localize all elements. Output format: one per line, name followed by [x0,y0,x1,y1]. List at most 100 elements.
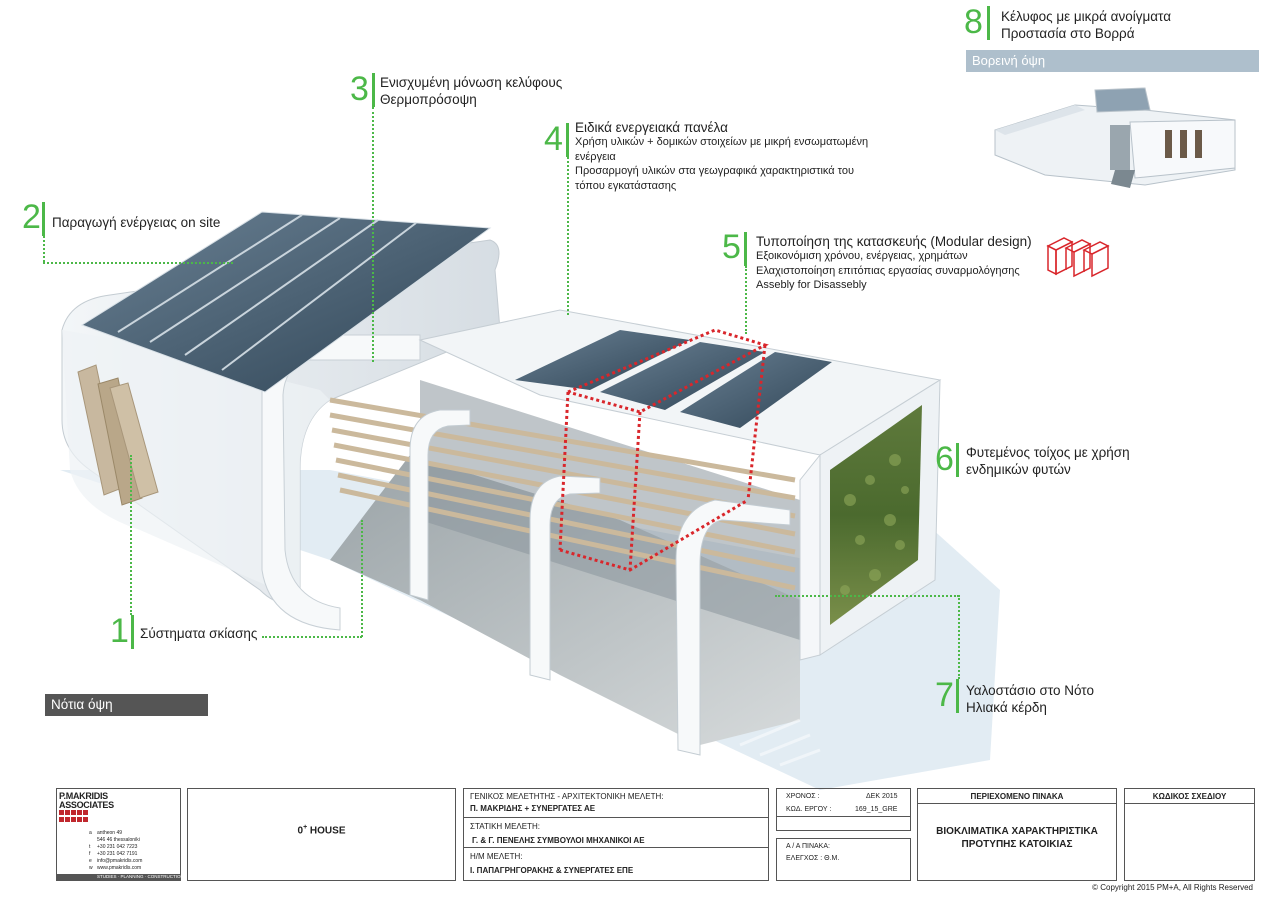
address-line-4: info@pmakridis.com [97,858,143,864]
callout-2-text: Παραγωγή ενέργειας on site [52,215,221,230]
callout-5-leader [745,266,747,334]
address-prefix-0: a [89,830,92,836]
callout-8-line2: Προστασία στο Βορρά [1001,26,1135,41]
drawing-code-label: ΚΩΔΙΚΟΣ ΣΧΕΔΙΟΥ [1152,792,1227,801]
right-module [799,379,941,661]
house-render [60,211,1000,790]
callout-3-line1: Ενισχυμένη μόνωση κελύφους [380,75,563,90]
project-title-base: 0 [297,825,304,837]
address-prefix-4: e [89,858,92,864]
callout-4-bar [566,123,569,157]
callout-6-line2: ενδημικών φυτών [966,462,1071,477]
modular-cubes-icon [1046,237,1110,278]
drawing-code-div [1124,803,1255,804]
content-value-1: ΒΙΟΚΛΙΜΑΤΙΚΑ ΧΑΡΑΚΤΗΡΙΣΤΙΚΑ [936,826,1098,837]
callout-7-leader-v [958,595,960,679]
callout-5-number: 5 [722,228,741,266]
callout-4-line3: ενέργεια [575,150,616,163]
content-label: ΠΕΡΙΕΧΟΜΕΝΟ ΠΙΝΑΚΑ [970,792,1064,801]
project-box [187,788,456,881]
project-title-rest: HOUSE [307,825,346,837]
callout-6-bar [956,443,959,477]
callout-3-leader [372,107,374,362]
callout-4-line1: Ειδικά ενεργειακά πανέλα [575,120,728,135]
code-value: 169_15_GRE [855,806,898,813]
callout-8-number: 8 [964,3,983,41]
north-view-label: Βορεινή όψη [972,53,1046,68]
consultants-div-2 [463,847,769,848]
callout-2-leader-h [43,262,233,264]
callout-7-line2: Ηλιακά κέρδη [966,700,1047,715]
callout-4-leader [567,157,569,315]
callout-5-line4: Assebly for Disassebly [756,279,867,291]
module-outline [558,328,769,572]
content-box [917,788,1117,881]
address-line-2: +30 231 042 7223 [97,844,138,850]
callout-2-number: 2 [22,198,41,236]
project-title: 0+ HOUSE [187,824,456,836]
general-label: ΓΕΝΙΚΟΣ ΜΕΛΕΤΗΤΗΣ - ΑΡΧΙΤΕΚΤΟΝΙΚΗ ΜΕΛΕΤΗ… [470,792,664,801]
callout-7-number: 7 [935,676,954,714]
callout-5-line2: Εξοικονόμιση χρόνου, ενέργειας, χρημάτων [756,250,968,262]
time-code-div [776,816,911,817]
callout-6-number: 6 [935,440,954,478]
time-value: ΔΕΚ 2015 [866,793,898,800]
consultants-div-1 [463,817,769,818]
callout-7-bar [956,679,959,713]
callout-7-line1: Υαλοστάσιο στο Νότο [966,683,1094,698]
mech-value: Ι. ΠΑΠΑΓΡΗΓΟΡΑΚΗΣ & ΣΥΝΕΡΓΑΤΕΣ ΕΠΕ [470,866,634,875]
copyright: © Copyright 2015 PM+A, All Rights Reserv… [1092,883,1253,892]
logo-box [56,788,181,881]
address-line-1: 546 46 thessaloniki [97,837,140,843]
callout-4-line5: τόπου εγκατάστασης [575,179,677,192]
callout-4-line2: Χρήση υλικών + δομικών στοιχείων με μικρ… [575,136,869,148]
static-label: ΣΤΑΤΙΚΗ ΜΕΛΕΤΗ: [470,822,540,831]
time-code-box [776,788,911,831]
south-view-tag: Νότια όψη [45,694,208,716]
callout-7-leader-h [775,595,959,597]
address-prefix-2: t [89,844,91,850]
callout-1-bar [131,615,134,649]
logo-line1: P.MAKRIDIS [59,791,108,801]
callout-4-number: 4 [544,120,563,158]
general-value: Π. ΜΑΚΡΙΔΗΣ + ΣΥΝΕΡΓΑΤΕΣ ΑΕ [470,804,596,813]
time-label: ΧΡΟΝΟΣ : [786,793,820,800]
drawing-code-box [1124,788,1255,881]
callout-2-leader-v [43,236,45,262]
content-value-2: ΠΡΟΤΥΠΗΣ ΚΑΤΟΙΚΙΑΣ [961,839,1073,850]
sheet-label: Α / Α ΠΙΝΑΚΑ: [786,843,830,850]
logo-footer-bar [57,874,180,880]
check-label: ΕΛΕΓΧΟΣ : Θ.Μ. [786,855,840,862]
callout-4-line4: Προσαρμογή υλικών στα γεωγραφικά χαρακτη… [575,165,854,177]
logo-line2: ASSOCIATES [59,800,114,810]
mech-label: Η/Μ ΜΕΛΕΤΗ: [470,852,523,861]
left-module [61,211,501,631]
logo-mark [59,810,88,822]
north-view-tag: Βορεινή όψη [966,50,1259,72]
callout-1-number: 1 [110,612,129,650]
callout-1-leader-v2 [130,455,132,615]
address-prefix-5: w [89,865,93,871]
callout-3-line2: Θερμοπρόσοψη [380,92,477,107]
code-label: ΚΩΔ. ΕΡΓΟΥ : [786,806,832,813]
callout-1-text: Σύστηματα σκίασης [140,626,258,641]
callout-5-bar [744,232,747,266]
address-line-3: +30 231 042 7191 [97,851,138,857]
callout-3-bar [372,73,375,107]
callout-1-leader-h [262,636,362,638]
content-div [917,803,1117,804]
project-title-sup: + [303,824,308,831]
address-line-0: antheon 49 [97,830,123,836]
consultants-box [463,788,769,881]
address-line-5: www.pmakridis.com [97,865,142,871]
callout-2-bar [42,202,45,236]
callout-1-leader-v [361,520,363,637]
logo-footer: STUDIES · PLANNING · CONSTRUCTION [97,874,184,879]
static-value: Γ. & Γ. ΠΕΝΕΛΗΣ ΣΥΜΒΟΥΛΟΙ ΜΗΧΑΝΙΚΟΙ ΑΕ [472,836,645,845]
address-prefix-3: f [89,851,91,857]
callout-8-line1: Κέλυφος με μικρά ανοίγματα [1001,9,1172,24]
callout-6-line1: Φυτεμένος τοίχος με χρήση [966,445,1130,460]
callout-8-bar [987,6,990,40]
callout-5-line1: Τυποποίηση της κατασκευής (Modular desig… [756,234,1032,249]
sheet-check-box [776,838,911,881]
